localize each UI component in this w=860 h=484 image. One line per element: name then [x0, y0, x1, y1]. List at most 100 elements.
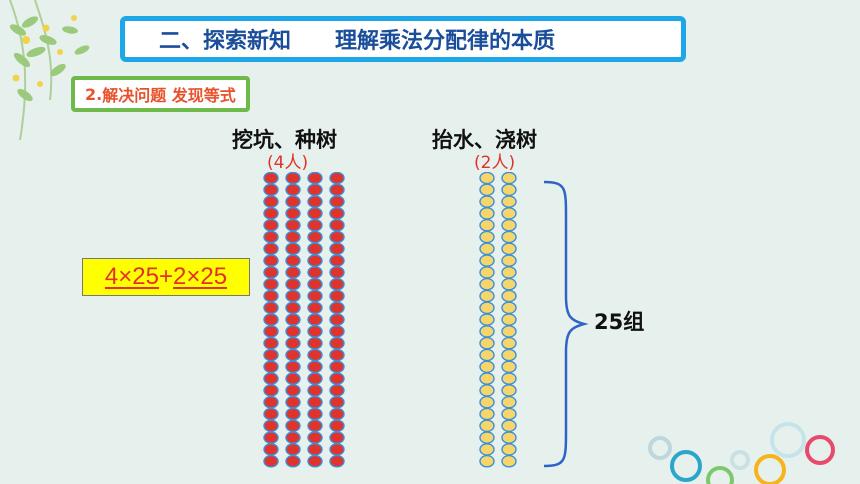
dot — [285, 207, 301, 220]
title-topic: 理解乘法分配律的本质 — [335, 29, 556, 54]
dot — [285, 443, 301, 456]
title-bar: 二、探索新知 理解乘法分配律的本质 — [120, 16, 686, 62]
dot — [479, 336, 495, 350]
dot — [479, 289, 495, 303]
dot — [329, 254, 345, 267]
group-a-dots — [263, 172, 345, 468]
dot — [329, 289, 345, 303]
dot — [501, 254, 517, 267]
dot — [285, 242, 301, 256]
dot — [285, 325, 301, 338]
rings-decoration — [648, 422, 835, 484]
dot — [501, 183, 517, 197]
dot — [479, 277, 495, 291]
dot — [285, 277, 301, 291]
title-section: 二、探索新知 — [159, 29, 292, 54]
dot — [263, 360, 279, 374]
dot — [501, 443, 517, 456]
dot — [329, 336, 345, 350]
dot — [285, 266, 301, 279]
dot — [307, 301, 323, 315]
dot — [307, 348, 323, 362]
dot — [285, 360, 301, 374]
dot — [329, 325, 345, 338]
dot — [307, 172, 323, 185]
dot — [307, 443, 323, 456]
dot — [501, 336, 517, 350]
dot — [307, 254, 323, 267]
dot — [329, 266, 345, 279]
dot — [263, 183, 279, 197]
dot — [307, 336, 323, 350]
dot — [263, 172, 279, 185]
dot — [285, 172, 301, 185]
dot — [501, 195, 517, 208]
dot — [307, 431, 323, 444]
formula-part1: 4×25 — [104, 263, 159, 290]
dot — [285, 372, 301, 385]
dot — [263, 431, 279, 444]
dot — [501, 454, 517, 468]
dot — [285, 431, 301, 444]
dot — [263, 289, 279, 303]
subtitle-text: 解决问题 发现等式 — [102, 86, 236, 105]
dot — [307, 183, 323, 197]
formula-part2: 2×25 — [173, 263, 228, 290]
dot — [329, 242, 345, 256]
dot — [479, 384, 495, 397]
dot — [285, 336, 301, 350]
dot — [307, 372, 323, 385]
group-a-label: 挖坑、种树 — [232, 128, 337, 152]
dot — [329, 360, 345, 374]
dot — [263, 254, 279, 267]
formula-plus: + — [158, 263, 173, 290]
dot — [263, 384, 279, 397]
dot — [285, 195, 301, 208]
dot — [479, 254, 495, 267]
dot — [263, 419, 279, 433]
dot — [329, 172, 345, 185]
dot — [329, 207, 345, 220]
dot — [307, 218, 323, 232]
dot — [285, 395, 301, 409]
dot — [307, 289, 323, 303]
dot — [501, 384, 517, 397]
dot — [263, 313, 279, 326]
dot — [329, 431, 345, 444]
dot — [479, 218, 495, 232]
dot — [501, 230, 517, 244]
leaf-decoration — [9, 0, 90, 141]
dot — [501, 242, 517, 256]
dot — [479, 407, 495, 421]
dot — [501, 325, 517, 338]
dot — [479, 325, 495, 338]
formula-box: 4×25+2×25 — [82, 258, 250, 296]
dot — [307, 395, 323, 409]
groups-count-label: 25组 — [594, 310, 645, 334]
dot — [307, 195, 323, 208]
dot — [263, 348, 279, 362]
dot — [307, 360, 323, 374]
dot — [501, 172, 517, 185]
dot — [479, 183, 495, 197]
dot — [285, 348, 301, 362]
dot — [329, 313, 345, 326]
dot — [501, 266, 517, 279]
dot — [329, 419, 345, 433]
group-a-people: (4人) — [267, 153, 309, 173]
dot — [263, 218, 279, 232]
dot — [263, 230, 279, 244]
dot — [329, 277, 345, 291]
dot — [285, 230, 301, 244]
dot — [307, 407, 323, 421]
dot — [501, 407, 517, 421]
dot — [501, 207, 517, 220]
subtitle-number: 2. — [85, 84, 103, 104]
dot — [285, 183, 301, 197]
dot — [285, 407, 301, 421]
dot — [329, 454, 345, 468]
dot — [479, 230, 495, 244]
dot — [285, 218, 301, 232]
dot — [479, 395, 495, 409]
dot — [307, 230, 323, 244]
